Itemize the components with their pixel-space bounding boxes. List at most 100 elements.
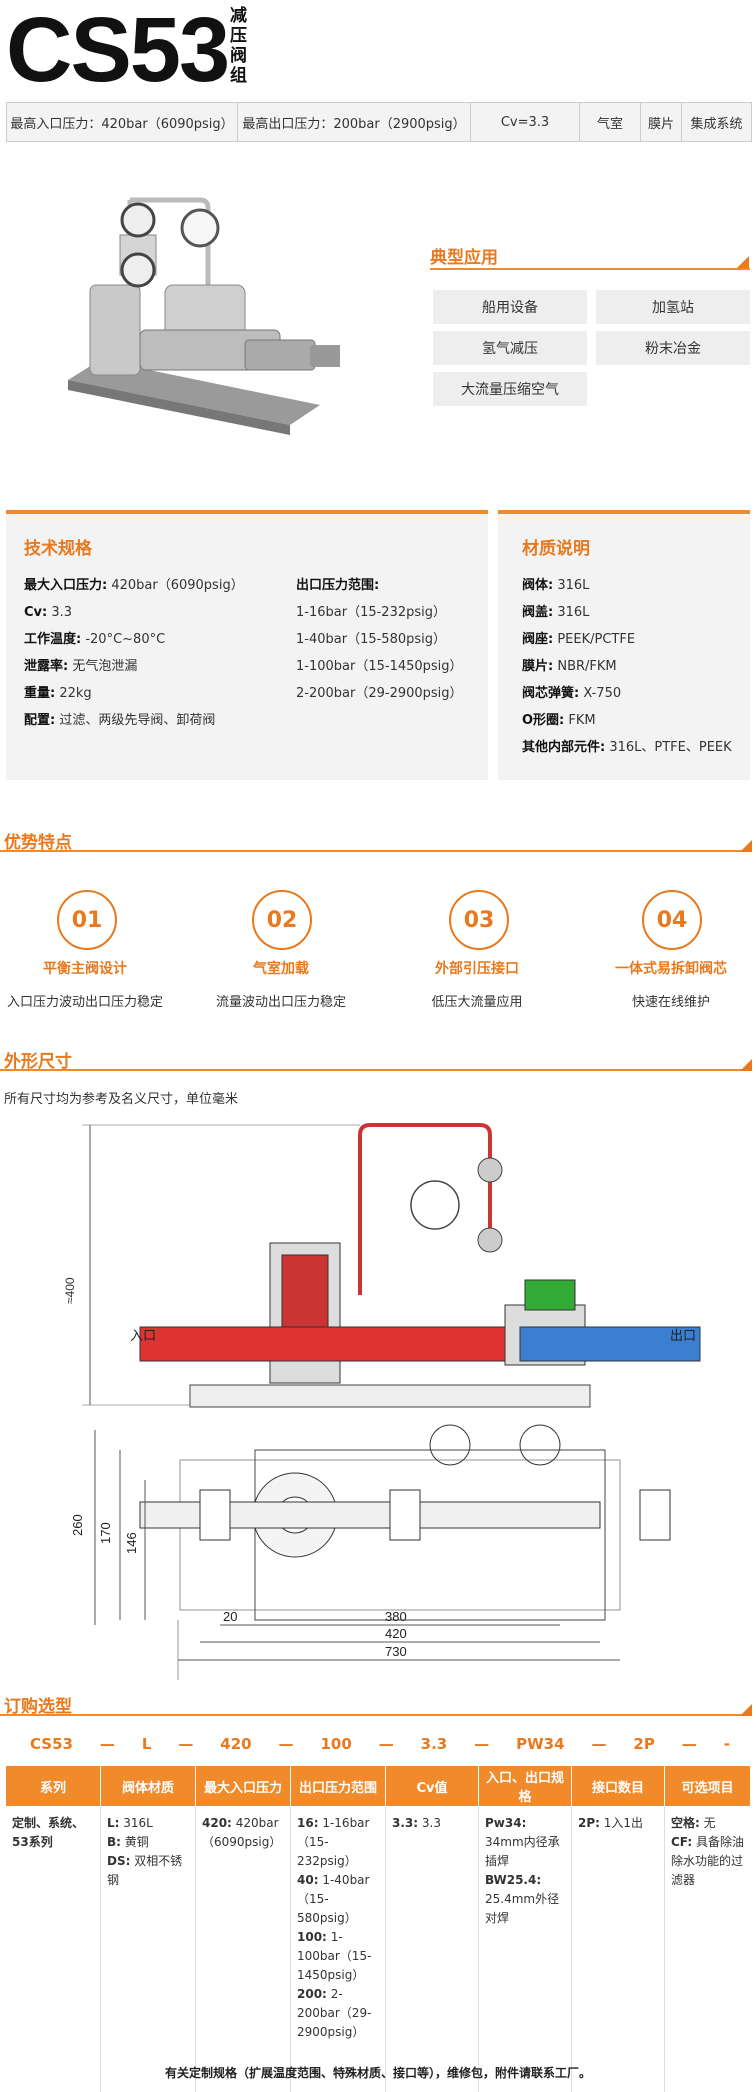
- advantage-title: 气室加载: [253, 961, 309, 977]
- material-row: 阀体: 316L: [522, 578, 590, 593]
- spec-inlet: 最高入口压力：420bar（6090psig）: [7, 103, 238, 141]
- spec-row: 工作温度: -20°C~80°C: [24, 632, 166, 647]
- outlet-range: 1-100bar（15-1450psig）: [296, 659, 463, 674]
- order-cell-outlet: 16: 1-16bar（15-232psig） 40: 1-40bar（15-5…: [290, 1806, 386, 2092]
- corner-triangle-icon: [740, 840, 752, 852]
- code-sep: —: [99, 1735, 115, 1753]
- order-cell-port: Pw34: 34mm内径承插焊 BW25.4: 25.4mm外径对焊: [478, 1806, 572, 2092]
- spec-row: Cv: 3.3: [24, 605, 73, 620]
- spec-row: 泄露率: 无气泡泄漏: [24, 659, 138, 674]
- code-part: CS53: [30, 1735, 73, 1753]
- dim-20: 20: [223, 1609, 237, 1624]
- material-row: 其他内部元件: 316L、PTFE、PEEK: [522, 740, 732, 755]
- spec-row: 最大入口压力: 420bar（6090psig）: [24, 578, 244, 593]
- ordering-header: 订购选型: [0, 1690, 756, 1720]
- material-row: O形圈: FKM: [522, 713, 596, 728]
- code-part: 100: [320, 1735, 352, 1753]
- material-row: 阀芯弹簧: X-750: [522, 686, 622, 701]
- app-item: 加氢站: [596, 290, 750, 324]
- advantage-number: 03: [449, 890, 509, 950]
- code-sep: —: [474, 1735, 490, 1753]
- corner-triangle-icon: [740, 1059, 752, 1071]
- order-cell-ports: 2P: 1入1出: [571, 1806, 665, 2092]
- advantages-title: 优势特点: [4, 833, 72, 853]
- spec-outlet: 最高出口压力：200bar（2900psig）: [238, 103, 471, 141]
- table-row: 定制、系统、53系列 L: 316L B: 黄铜 DS: 双相不锈钢 420: …: [6, 1806, 750, 2092]
- advantage-desc: 快速在线维护: [631, 995, 710, 1010]
- advantage-number: 02: [252, 890, 312, 950]
- order-col-header: 入口、出口规格: [478, 1766, 572, 1806]
- spec-cv: Cv=3.3: [471, 103, 580, 141]
- code-sep: —: [378, 1735, 394, 1753]
- code-part: 420: [220, 1735, 252, 1753]
- tech-specs-panel: 技术规格 最大入口压力: 420bar（6090psig） Cv: 3.3 工作…: [6, 510, 488, 780]
- order-cell-options: 空格: 无 CF: 具备除油除水功能的过滤器: [671, 1816, 744, 1887]
- order-code: CS53 — L — 420 — 100 — 3.3 — PW34 — 2P —…: [30, 1735, 730, 1753]
- advantage-title: 一体式易拆卸阀芯: [615, 961, 727, 977]
- outlet-range-title: 出口压力范围:: [296, 578, 380, 593]
- corner-triangle-icon: [740, 1704, 752, 1716]
- dimensions-header: 外形尺寸: [0, 1045, 756, 1075]
- advantages-header: 优势特点: [0, 826, 756, 856]
- advantage-number: 01: [57, 890, 117, 950]
- spec-row: 配置: 过滤、两级先导阀、卸荷阀: [24, 713, 216, 728]
- product-title: CS53: [6, 0, 230, 101]
- outlet-range: 1-16bar（15-232psig）: [296, 605, 447, 620]
- order-col-header: 系列: [6, 1766, 101, 1806]
- corner-triangle-icon: [737, 256, 749, 268]
- product-subtitle: 减压阀组: [230, 6, 247, 86]
- spec-chamber: 气室: [580, 103, 641, 141]
- dim-730: 730: [385, 1644, 407, 1659]
- code-part: PW34: [516, 1735, 565, 1753]
- app-item: 船用设备: [433, 290, 587, 324]
- product-photo: [68, 197, 340, 435]
- materials-panel: 材质说明 阀体: 316L 阀盖: 316L 阀座: PEEK/PCTFE 膜片…: [498, 510, 750, 780]
- dim-380: 380: [385, 1609, 407, 1624]
- code-sep: —: [278, 1735, 294, 1753]
- footer-note: 有关定制规格（扩展温度范围、特殊材质、接口等），维修包，附件请联系工厂。: [164, 2066, 591, 2080]
- code-sep: —: [681, 1735, 697, 1753]
- dim-170: 170: [98, 1522, 113, 1544]
- material-row: 膜片: NBR/FKM: [522, 659, 617, 674]
- code-part: 3.3: [420, 1735, 448, 1753]
- app-item: 氢气减压: [433, 331, 587, 365]
- front-view-drawing: ≈400 入口 出口: [63, 1123, 701, 1408]
- app-item: 粉末冶金: [596, 331, 750, 365]
- order-cell-inlet: 420: 420bar（6090psig）: [195, 1806, 291, 2092]
- order-table: 系列 阀体材质 最大入口压力 出口压力范围 Cv值 入口、出口规格 接口数目 可…: [6, 1766, 750, 2092]
- applications-title: 典型应用: [430, 248, 498, 268]
- advantage-title: 外部引压接口: [435, 961, 519, 977]
- dim-146: 146: [124, 1532, 139, 1554]
- order-col-header: 最大入口压力: [195, 1766, 291, 1806]
- dim-420: 420: [385, 1626, 407, 1641]
- dim-height-label: ≈400: [63, 1277, 77, 1304]
- advantage-title: 平衡主阀设计: [43, 961, 127, 977]
- order-col-header: 可选项目: [664, 1766, 750, 1806]
- dim-260: 260: [70, 1514, 85, 1536]
- dimensions-note: 所有尺寸均为参考及名义尺寸，单位毫米: [4, 1092, 239, 1107]
- dimensions-title: 外形尺寸: [4, 1052, 72, 1072]
- spec-diaphragm: 膜片: [641, 103, 682, 141]
- code-part: L: [141, 1735, 152, 1753]
- order-col-header: Cv值: [385, 1766, 479, 1806]
- ordering-title: 订购选型: [4, 1697, 72, 1717]
- order-cell-series: 定制、系统、53系列: [6, 1806, 101, 2092]
- advantage-desc: 低压大流量应用: [431, 995, 523, 1010]
- code-sep: —: [591, 1735, 607, 1753]
- outlet-range: 1-40bar（15-580psig）: [296, 632, 447, 647]
- order-col-header: 阀体材质: [100, 1766, 196, 1806]
- tech-specs-title: 技术规格: [24, 539, 92, 559]
- spec-bar: 最高入口压力：420bar（6090psig） 最高出口压力：200bar（29…: [6, 102, 752, 142]
- order-cell-material: L: 316L B: 黄铜 DS: 双相不锈钢: [100, 1806, 196, 2092]
- code-part: 2P: [633, 1735, 655, 1753]
- code-part: -: [723, 1735, 730, 1753]
- app-item: 大流量压缩空气: [433, 372, 587, 406]
- applications-divider: [430, 268, 750, 270]
- inlet-label: 入口: [130, 1328, 156, 1343]
- advantage-desc: 入口压力波动出口压力稳定: [6, 995, 163, 1010]
- material-row: 阀座: PEEK/PCTFE: [522, 632, 636, 647]
- outlet-range: 2-200bar（29-2900psig）: [296, 686, 463, 701]
- order-col-header: 出口压力范围: [290, 1766, 386, 1806]
- outlet-label: 出口: [670, 1328, 696, 1343]
- materials-title: 材质说明: [522, 539, 590, 559]
